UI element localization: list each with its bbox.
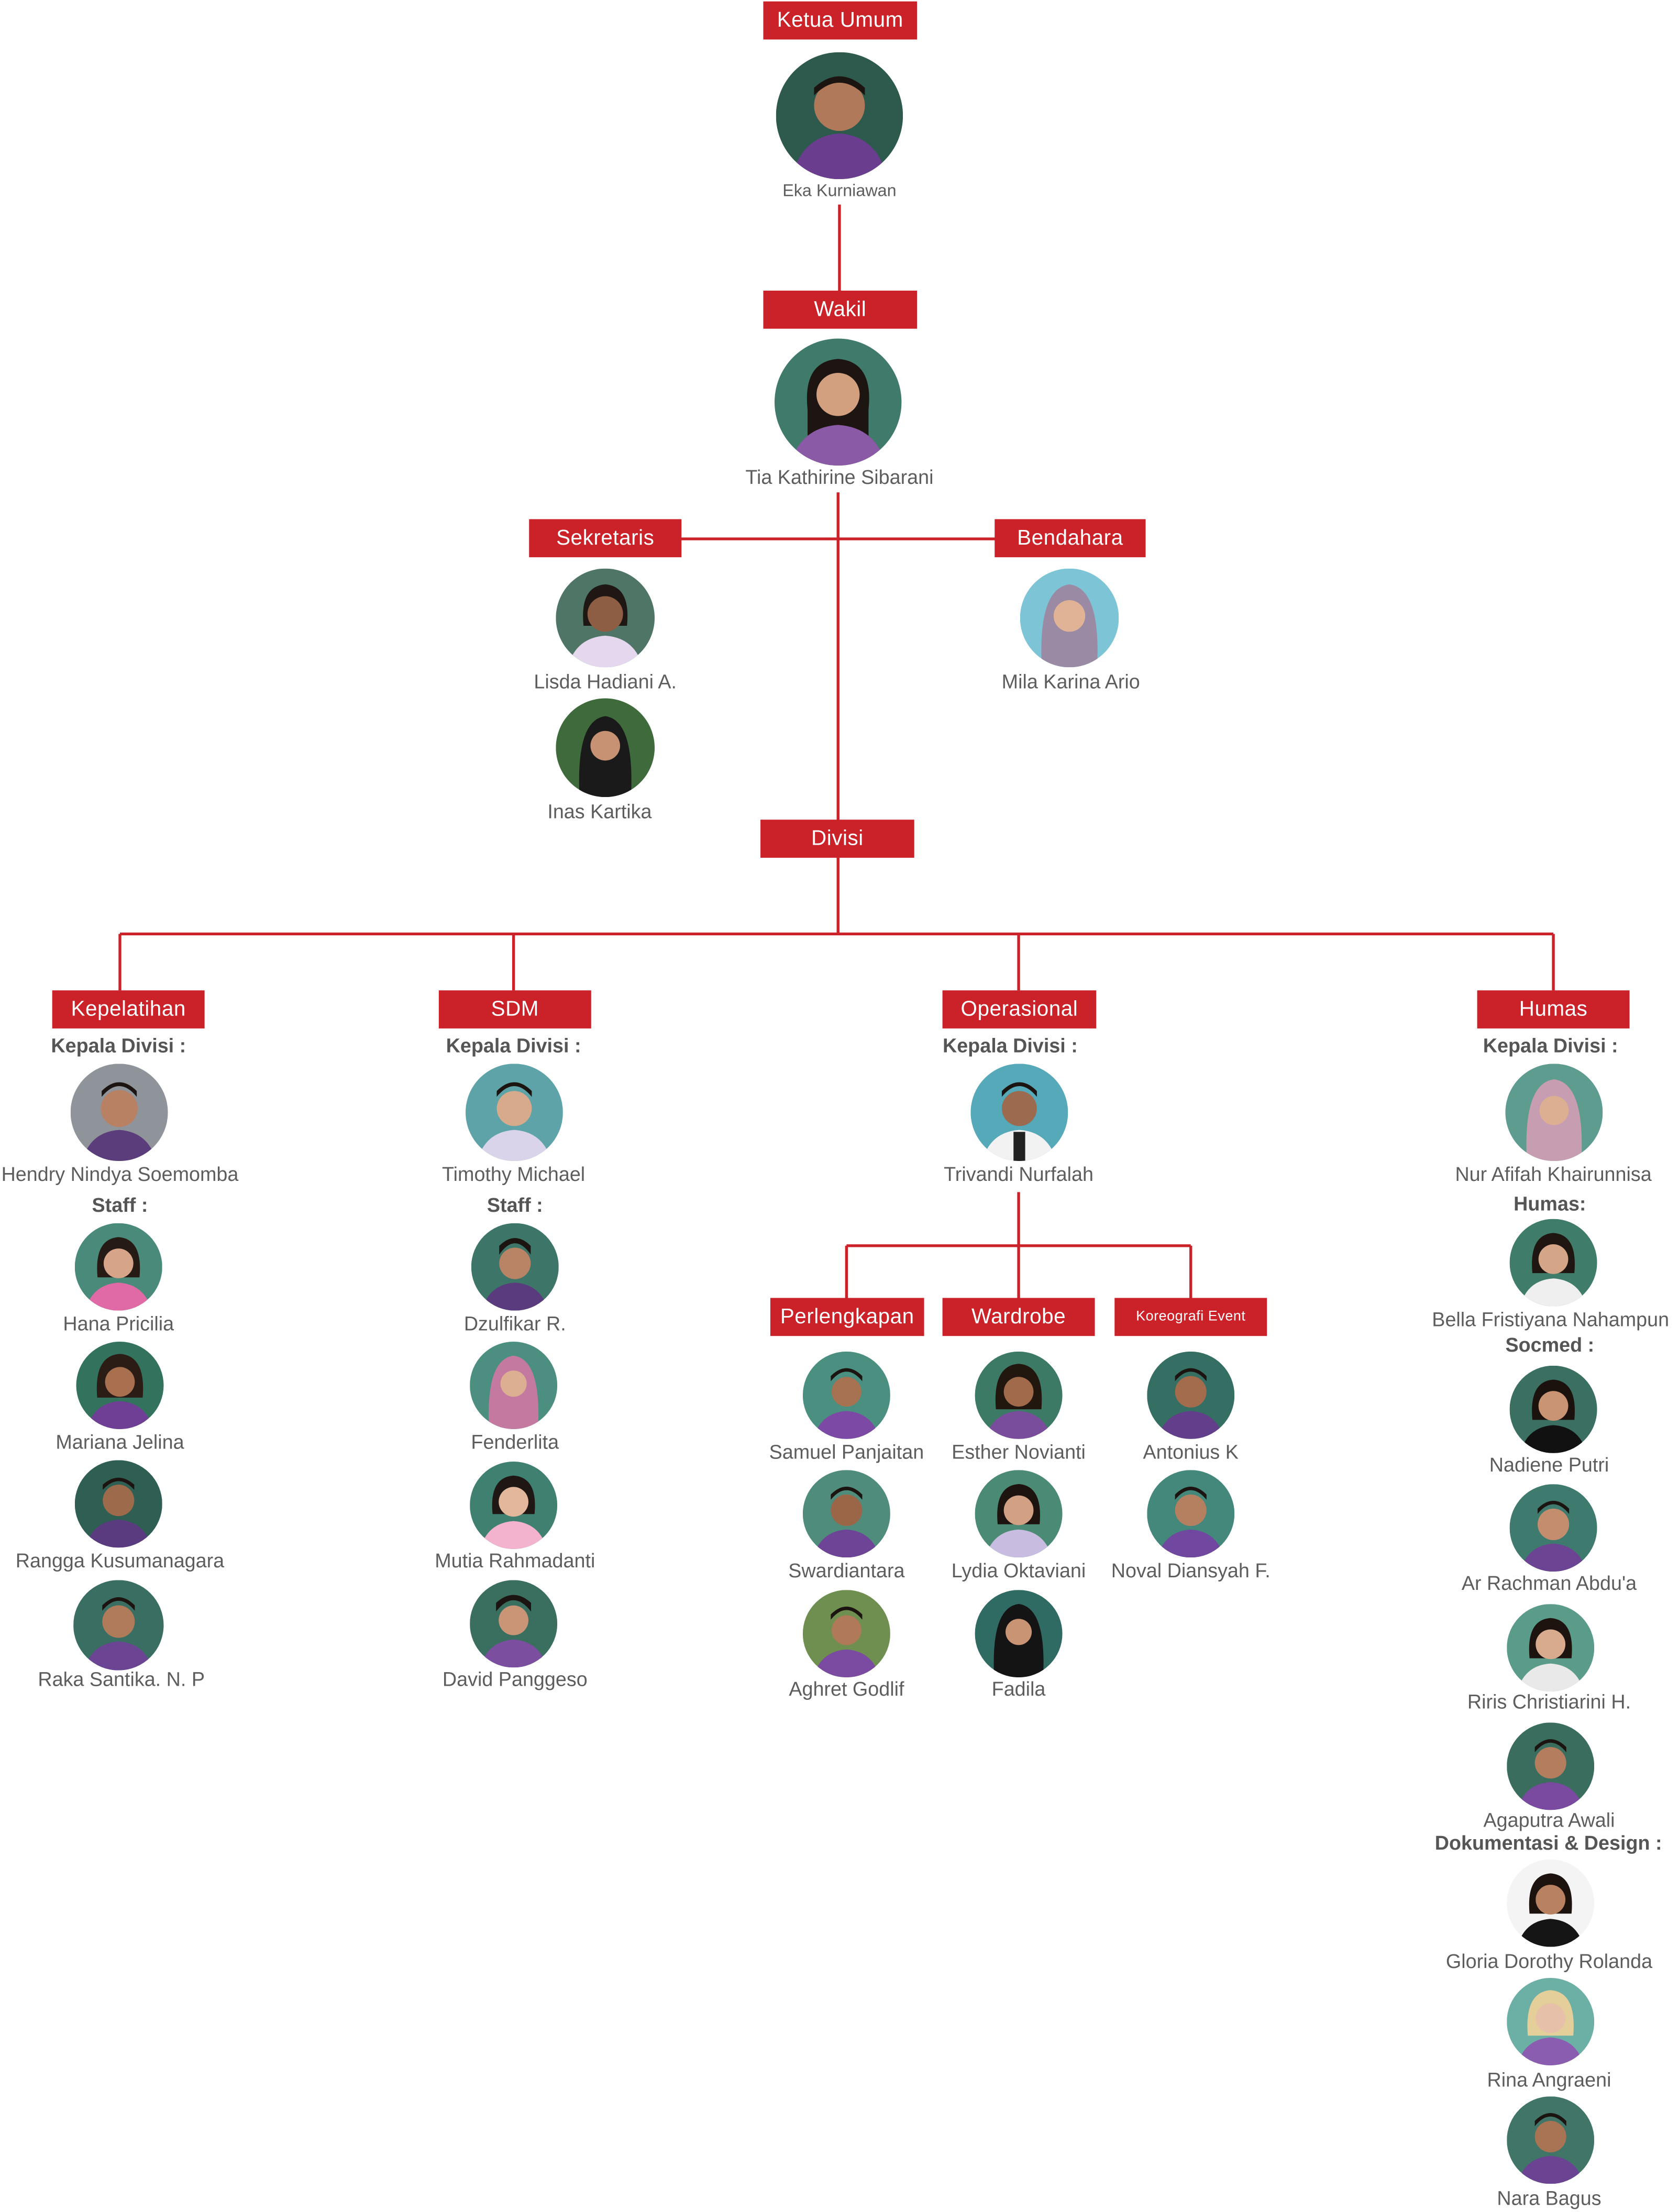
person-name: Trivandi Nurfalah <box>944 1162 1093 1185</box>
avatar <box>74 1223 162 1311</box>
person-name: Fadila <box>991 1677 1046 1700</box>
avatar <box>471 1223 559 1311</box>
avatar <box>76 1341 164 1430</box>
person-name: Mila Karina Ario <box>1001 670 1140 693</box>
person-name: Nur Afifah Khairunnisa <box>1455 1162 1652 1185</box>
avatar <box>1507 2096 1595 2184</box>
role-kepelatihan: Kepelatihan <box>52 990 205 1028</box>
humas-head-label: Kepala Divisi : <box>1483 1034 1618 1057</box>
person-name: Lydia Oktaviani <box>951 1558 1086 1581</box>
avatar <box>1020 568 1119 668</box>
avatar <box>556 568 655 668</box>
kepelatihan-head-label: Kepala Divisi : <box>51 1034 186 1057</box>
person-name: Aghret Godlif <box>789 1677 904 1700</box>
person-name: Fenderlita <box>471 1430 559 1453</box>
person-name: Nadiene Putri <box>1489 1453 1609 1476</box>
kepelatihan-staff-label: Staff : <box>92 1193 148 1216</box>
role-operasional: Operasional <box>942 990 1097 1028</box>
avatar <box>470 1341 558 1430</box>
avatar <box>556 698 655 798</box>
avatar <box>466 1064 563 1162</box>
avatar <box>776 52 903 180</box>
person-name: Lisda Hadiani A. <box>534 670 677 693</box>
role-sekretaris: Sekretaris <box>529 519 682 558</box>
person-name: Inas Kartika <box>547 800 652 823</box>
avatar <box>1147 1351 1235 1439</box>
role-divisi: Divisi <box>760 820 914 858</box>
humas-socmed-label: Socmed : <box>1505 1333 1595 1356</box>
person-name: Dzulfikar R. <box>463 1312 566 1335</box>
person-name: Swardiantara <box>788 1558 905 1581</box>
avatar <box>1509 1219 1597 1307</box>
person-name: Gloria Dorothy Rolanda <box>1445 1950 1653 1973</box>
role-wardrobe: Wardrobe <box>942 1298 1095 1336</box>
role-humas: Humas <box>1477 990 1630 1028</box>
person-name: Rangga Kusumanagara <box>15 1549 225 1572</box>
person-name: Eka Kurniawan <box>782 180 897 201</box>
avatar <box>1507 1977 1595 2066</box>
person-name: Antonius K <box>1143 1440 1239 1463</box>
avatar <box>1505 1064 1603 1162</box>
person-name: Agaputra Awali <box>1483 1808 1615 1831</box>
avatar <box>802 1470 890 1558</box>
role-bendahara: Bendahara <box>995 519 1146 558</box>
avatar <box>1147 1470 1235 1558</box>
person-name: Raka Santika. N. P <box>38 1667 205 1690</box>
person-name: Bella Fristiyana Nahampun <box>1432 1308 1670 1331</box>
avatar <box>975 1351 1063 1439</box>
person-name: David Panggeso <box>442 1667 588 1690</box>
person-name: Mariana Jelina <box>56 1430 184 1453</box>
avatar <box>802 1590 890 1678</box>
humas-dok-label: Dokumentasi & Design : <box>1434 1831 1662 1854</box>
avatar <box>975 1470 1063 1558</box>
person-name: Samuel Panjaitan <box>769 1440 924 1463</box>
avatar <box>802 1351 890 1439</box>
avatar <box>975 1590 1063 1678</box>
person-name: Nara Bagus <box>1497 2186 1601 2209</box>
role-koreografi-event: Koreografi Event <box>1114 1298 1267 1336</box>
person-name: Ar Rachman Abdu'a <box>1461 1572 1637 1595</box>
person-name: Hana Pricilia <box>63 1312 174 1335</box>
role-perlengkapan: Perlengkapan <box>770 1298 924 1336</box>
operasional-head-label: Kepala Divisi : <box>942 1034 1078 1057</box>
avatar <box>1507 1859 1595 1947</box>
person-name: Rina Angraeni <box>1487 2068 1611 2091</box>
person-name: Timothy Michael <box>442 1162 586 1185</box>
avatar <box>1509 1484 1597 1572</box>
avatar <box>470 1461 558 1550</box>
avatar <box>1507 1722 1595 1810</box>
avatar <box>74 1460 162 1548</box>
avatar <box>775 338 902 466</box>
person-name: Hendry Nindya Soemomba <box>1 1162 239 1185</box>
person-name: Tia Kathirine Sibarani <box>745 466 934 489</box>
humas-humas-label: Humas: <box>1514 1192 1586 1215</box>
person-name: Noval Diansyah F. <box>1111 1558 1271 1581</box>
person-name: Mutia Rahmadanti <box>435 1549 595 1572</box>
role-ketua-umum: Ketua Umum <box>763 1 918 40</box>
sdm-staff-label: Staff : <box>487 1193 543 1216</box>
avatar <box>1507 1604 1595 1692</box>
avatar <box>470 1580 558 1668</box>
person-name: Riris Christiarini H. <box>1467 1690 1631 1713</box>
person-name: Esther Novianti <box>952 1440 1086 1463</box>
avatar <box>73 1580 164 1671</box>
role-wakil: Wakil <box>763 290 918 329</box>
role-sdm: SDM <box>438 990 591 1028</box>
avatar <box>970 1064 1068 1162</box>
sdm-head-label: Kepala Divisi : <box>446 1034 581 1057</box>
avatar <box>70 1064 168 1162</box>
avatar <box>1509 1365 1597 1453</box>
